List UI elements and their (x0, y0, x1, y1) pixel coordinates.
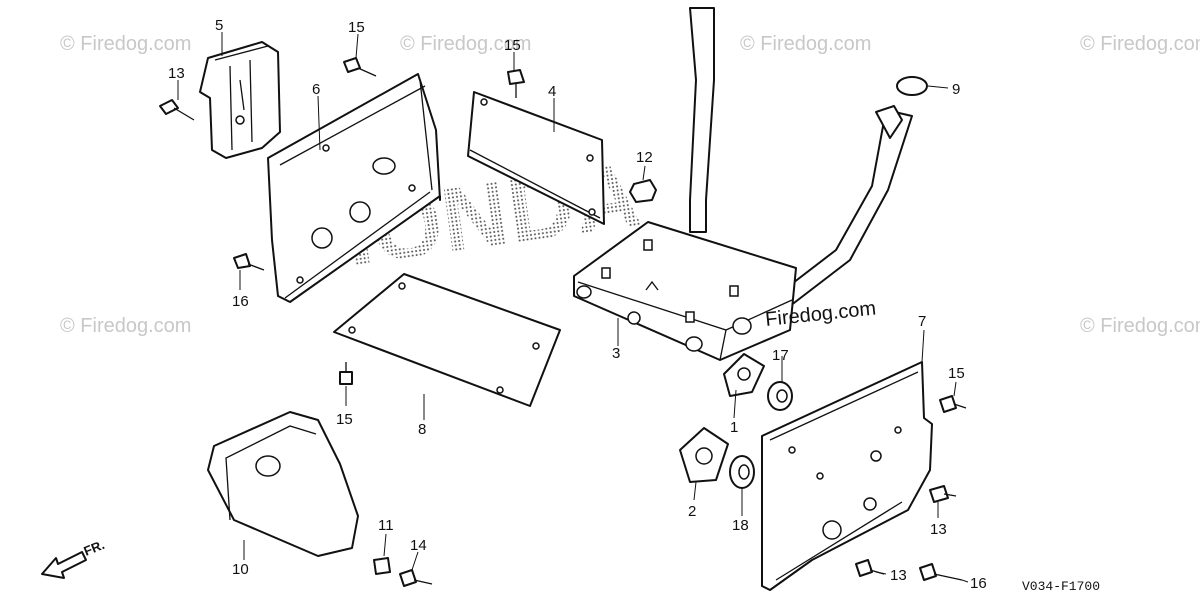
callout-15: 15 (336, 411, 353, 428)
watermark-text: © Firedog.com (60, 315, 191, 337)
leader-lines (177, 32, 969, 583)
part-4-plate (467, 91, 605, 225)
callout-3: 3 (612, 345, 620, 362)
callout-5: 5 (215, 17, 223, 34)
callout-1: 1 (730, 419, 738, 436)
callout-7: 7 (918, 313, 926, 330)
callout-11: 11 (378, 517, 394, 534)
watermark-text: © Firedog.com (60, 33, 191, 55)
callout-18: 18 (732, 517, 749, 534)
part-9-cap (896, 76, 928, 96)
callout-14: 14 (410, 537, 427, 554)
part-12-nut (629, 179, 657, 203)
callout-6: 6 (312, 81, 320, 98)
watermark-text: © Firedog.com (740, 33, 871, 55)
front-direction-indicator: FR. (41, 537, 107, 579)
callout-16: 16 (970, 575, 987, 592)
part-3-handle-base (573, 7, 913, 361)
callout-8: 8 (418, 421, 426, 438)
callout-4: 4 (548, 83, 556, 100)
watermark-text: © Firedog.com (1080, 315, 1200, 337)
callout-15: 15 (948, 365, 965, 382)
callout-13: 13 (890, 567, 907, 584)
fastener-bolts (159, 57, 967, 587)
callout-12: 12 (636, 149, 653, 166)
part-7-right-panel (761, 361, 933, 591)
part-8-gasket (333, 273, 561, 407)
callout-9: 9 (952, 81, 960, 98)
callout-15: 15 (504, 37, 521, 54)
part-2-flange (679, 427, 729, 483)
part-5-bracket (199, 41, 281, 159)
callout-2: 2 (688, 503, 696, 520)
part-17-bearing (767, 381, 793, 411)
callout-13: 13 (168, 65, 185, 82)
callout-17: 17 (772, 347, 789, 364)
callout-10: 10 (232, 561, 249, 578)
watermark-text: © Firedog.com (400, 33, 531, 55)
callout-labels: 5 13 15 6 15 4 12 9 16 3 15 8 1 17 7 15 … (168, 17, 987, 592)
callout-13: 13 (930, 521, 947, 538)
callout-15: 15 (348, 19, 365, 36)
direction-label: FR. (82, 537, 107, 559)
diagram-code: V034-F1700 (1022, 579, 1100, 594)
part-10-cover (207, 411, 359, 557)
part-6-left-panel (267, 73, 441, 303)
part-18-bearing (729, 455, 755, 489)
part-1-flange (723, 353, 765, 397)
front-arrow-icon (41, 551, 87, 579)
callout-16: 16 (232, 293, 249, 310)
watermark-text: © Firedog.com (1080, 33, 1200, 55)
